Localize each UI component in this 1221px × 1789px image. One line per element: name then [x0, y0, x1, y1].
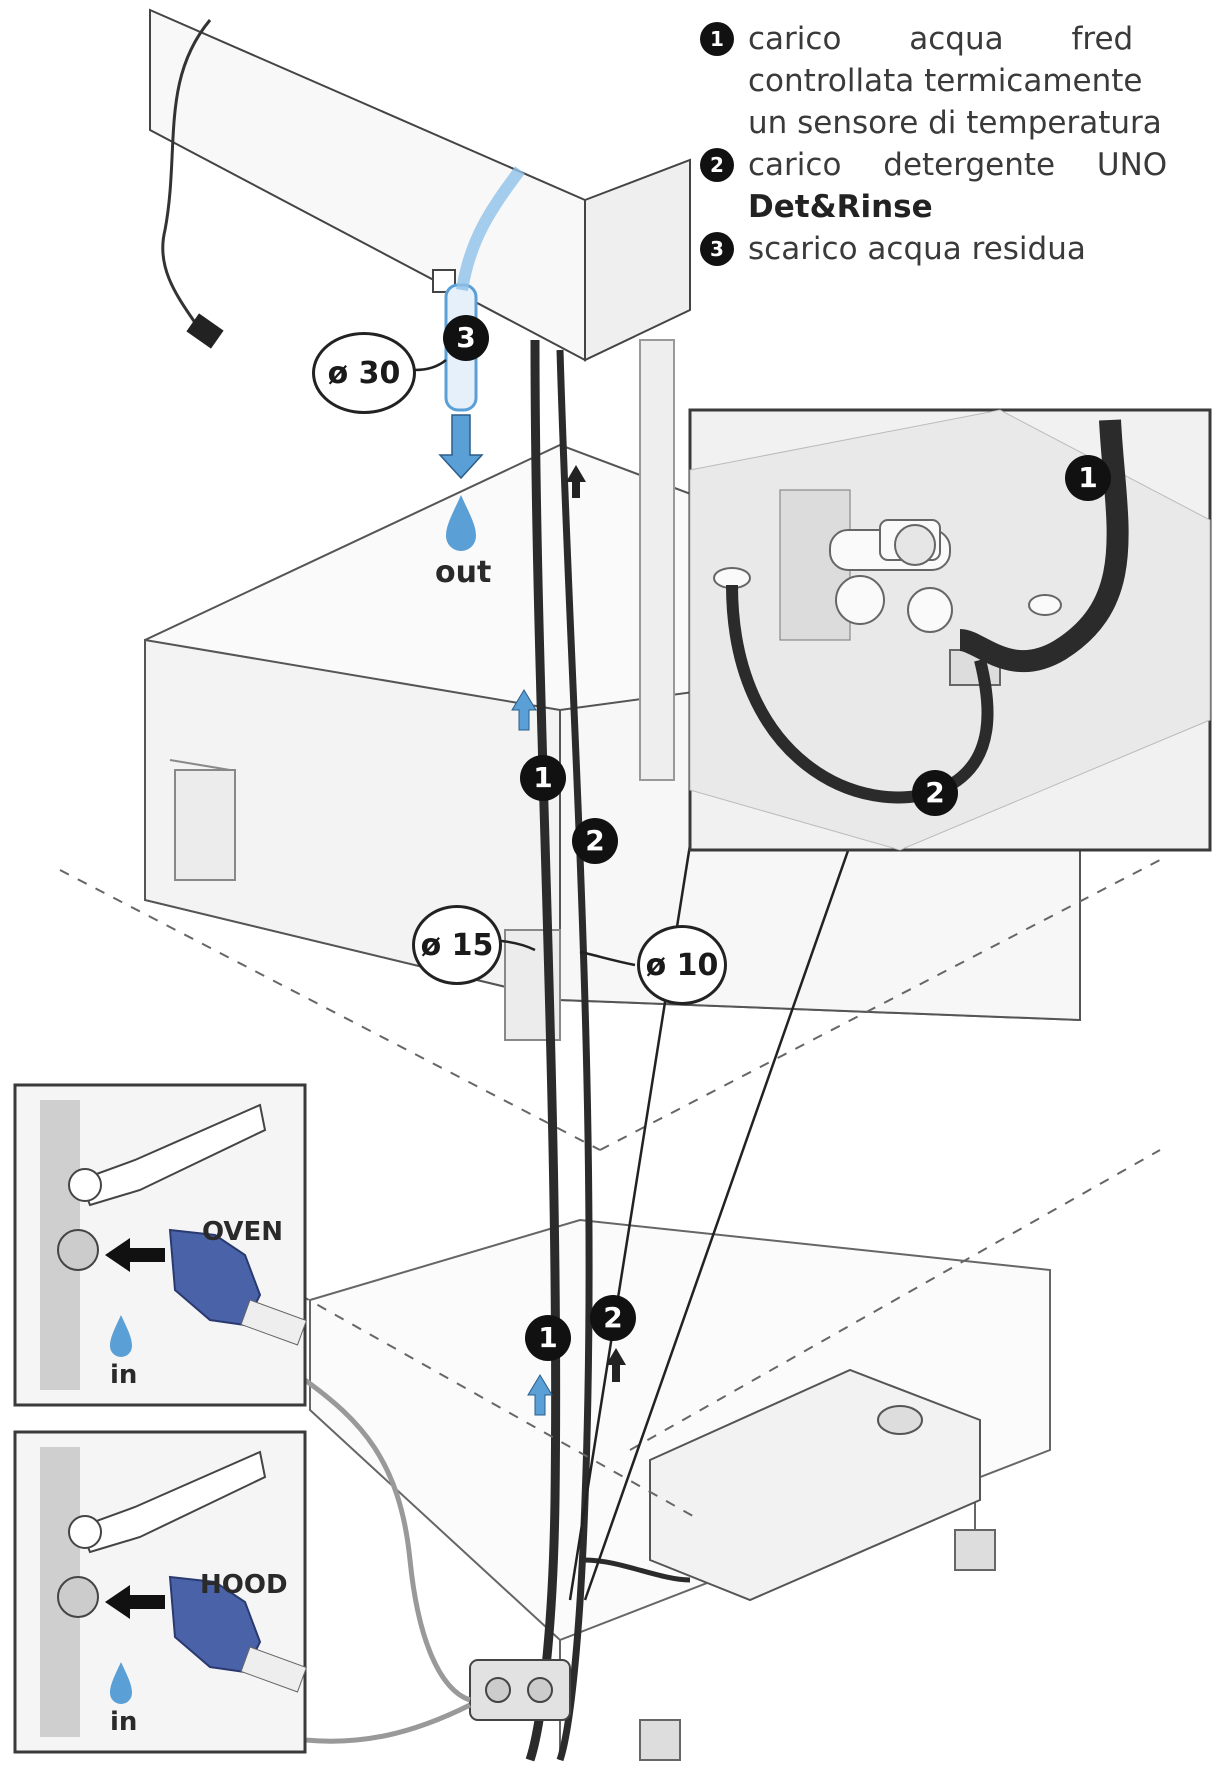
oven-inset — [13, 1083, 308, 1407]
machine-base — [309, 1218, 1051, 1761]
connector-arrow-icon — [105, 1585, 165, 1619]
legend-item-3: 3 scarico acqua residua — [700, 228, 1221, 270]
legend-line: Det&Rinse — [748, 189, 933, 225]
dashed-guides — [59, 859, 1161, 1521]
badge-water-mid: 1 — [520, 755, 566, 801]
connector-arrow-icon — [105, 1238, 165, 1272]
badge-detergent-mid: 2 — [572, 818, 618, 864]
flow-arrow-up-icon — [511, 689, 537, 731]
flow-arrow-up-icon — [527, 1374, 553, 1416]
legend-number-1: 1 — [700, 22, 734, 56]
power-cable — [161, 19, 212, 331]
valve-handle-icon — [78, 1450, 267, 1554]
hood-unit — [149, 8, 691, 781]
water-drop-in-icon — [110, 1315, 132, 1357]
badge-inset-detergent: 2 — [912, 770, 958, 816]
water-stream — [456, 166, 525, 291]
legend: 1 carico acqua fred controllata termicam… — [700, 18, 1221, 270]
legend-line: controllata termicamente — [748, 63, 1143, 99]
hood-label: HOOD — [200, 1570, 288, 1600]
detergent-tank — [649, 1368, 981, 1602]
out-label: out — [435, 555, 492, 590]
flow-arrow-up-icon — [606, 1348, 626, 1382]
oven-label: OVEN — [202, 1217, 284, 1247]
hood-supply-hose — [304, 1702, 472, 1744]
legend-line: un sensore di temperatura — [748, 105, 1162, 141]
oven-supply-hose — [303, 1377, 471, 1703]
hood-inset — [13, 1430, 308, 1754]
legend-item-1: 1 carico acqua fred controllata termicam… — [700, 18, 1221, 144]
badge-water-low: 1 — [525, 1315, 571, 1361]
badge-inset-water: 1 — [1065, 455, 1111, 501]
detergent-hose-diameter-callout: ø 10 — [637, 925, 727, 1005]
legend-line: scarico acqua residua — [748, 231, 1086, 267]
drain-diameter-callout: ø 30 — [312, 332, 416, 414]
valve-handle-icon — [78, 1103, 267, 1207]
badge-detergent-low: 2 — [590, 1295, 636, 1341]
drain-arrow-icon — [438, 414, 484, 480]
plug-icon — [186, 313, 224, 349]
legend-number-3: 3 — [700, 232, 734, 266]
inset-water-hose — [958, 419, 1129, 673]
legend-number-2: 2 — [700, 148, 734, 182]
flow-arrow-up-icon — [566, 465, 586, 498]
water-hose-diameter-callout: ø 15 — [412, 905, 502, 985]
detergent-hose — [556, 349, 593, 1762]
water-drop-out-icon — [446, 495, 476, 551]
legend-item-2: 2 carico detergente UNO Det&Rinse — [700, 144, 1221, 228]
badge-drain: 3 — [443, 315, 489, 361]
inset-detergent-hose — [726, 584, 994, 804]
detergent-feed-hose — [584, 1557, 691, 1583]
valve-block — [469, 1659, 571, 1721]
water-drop-in-icon — [110, 1662, 132, 1704]
in-label-oven: in — [110, 1360, 138, 1390]
legend-line: carico detergente UNO — [748, 147, 1168, 183]
in-label-hood: in — [110, 1707, 138, 1737]
legend-line: carico acqua fred — [748, 21, 1134, 57]
